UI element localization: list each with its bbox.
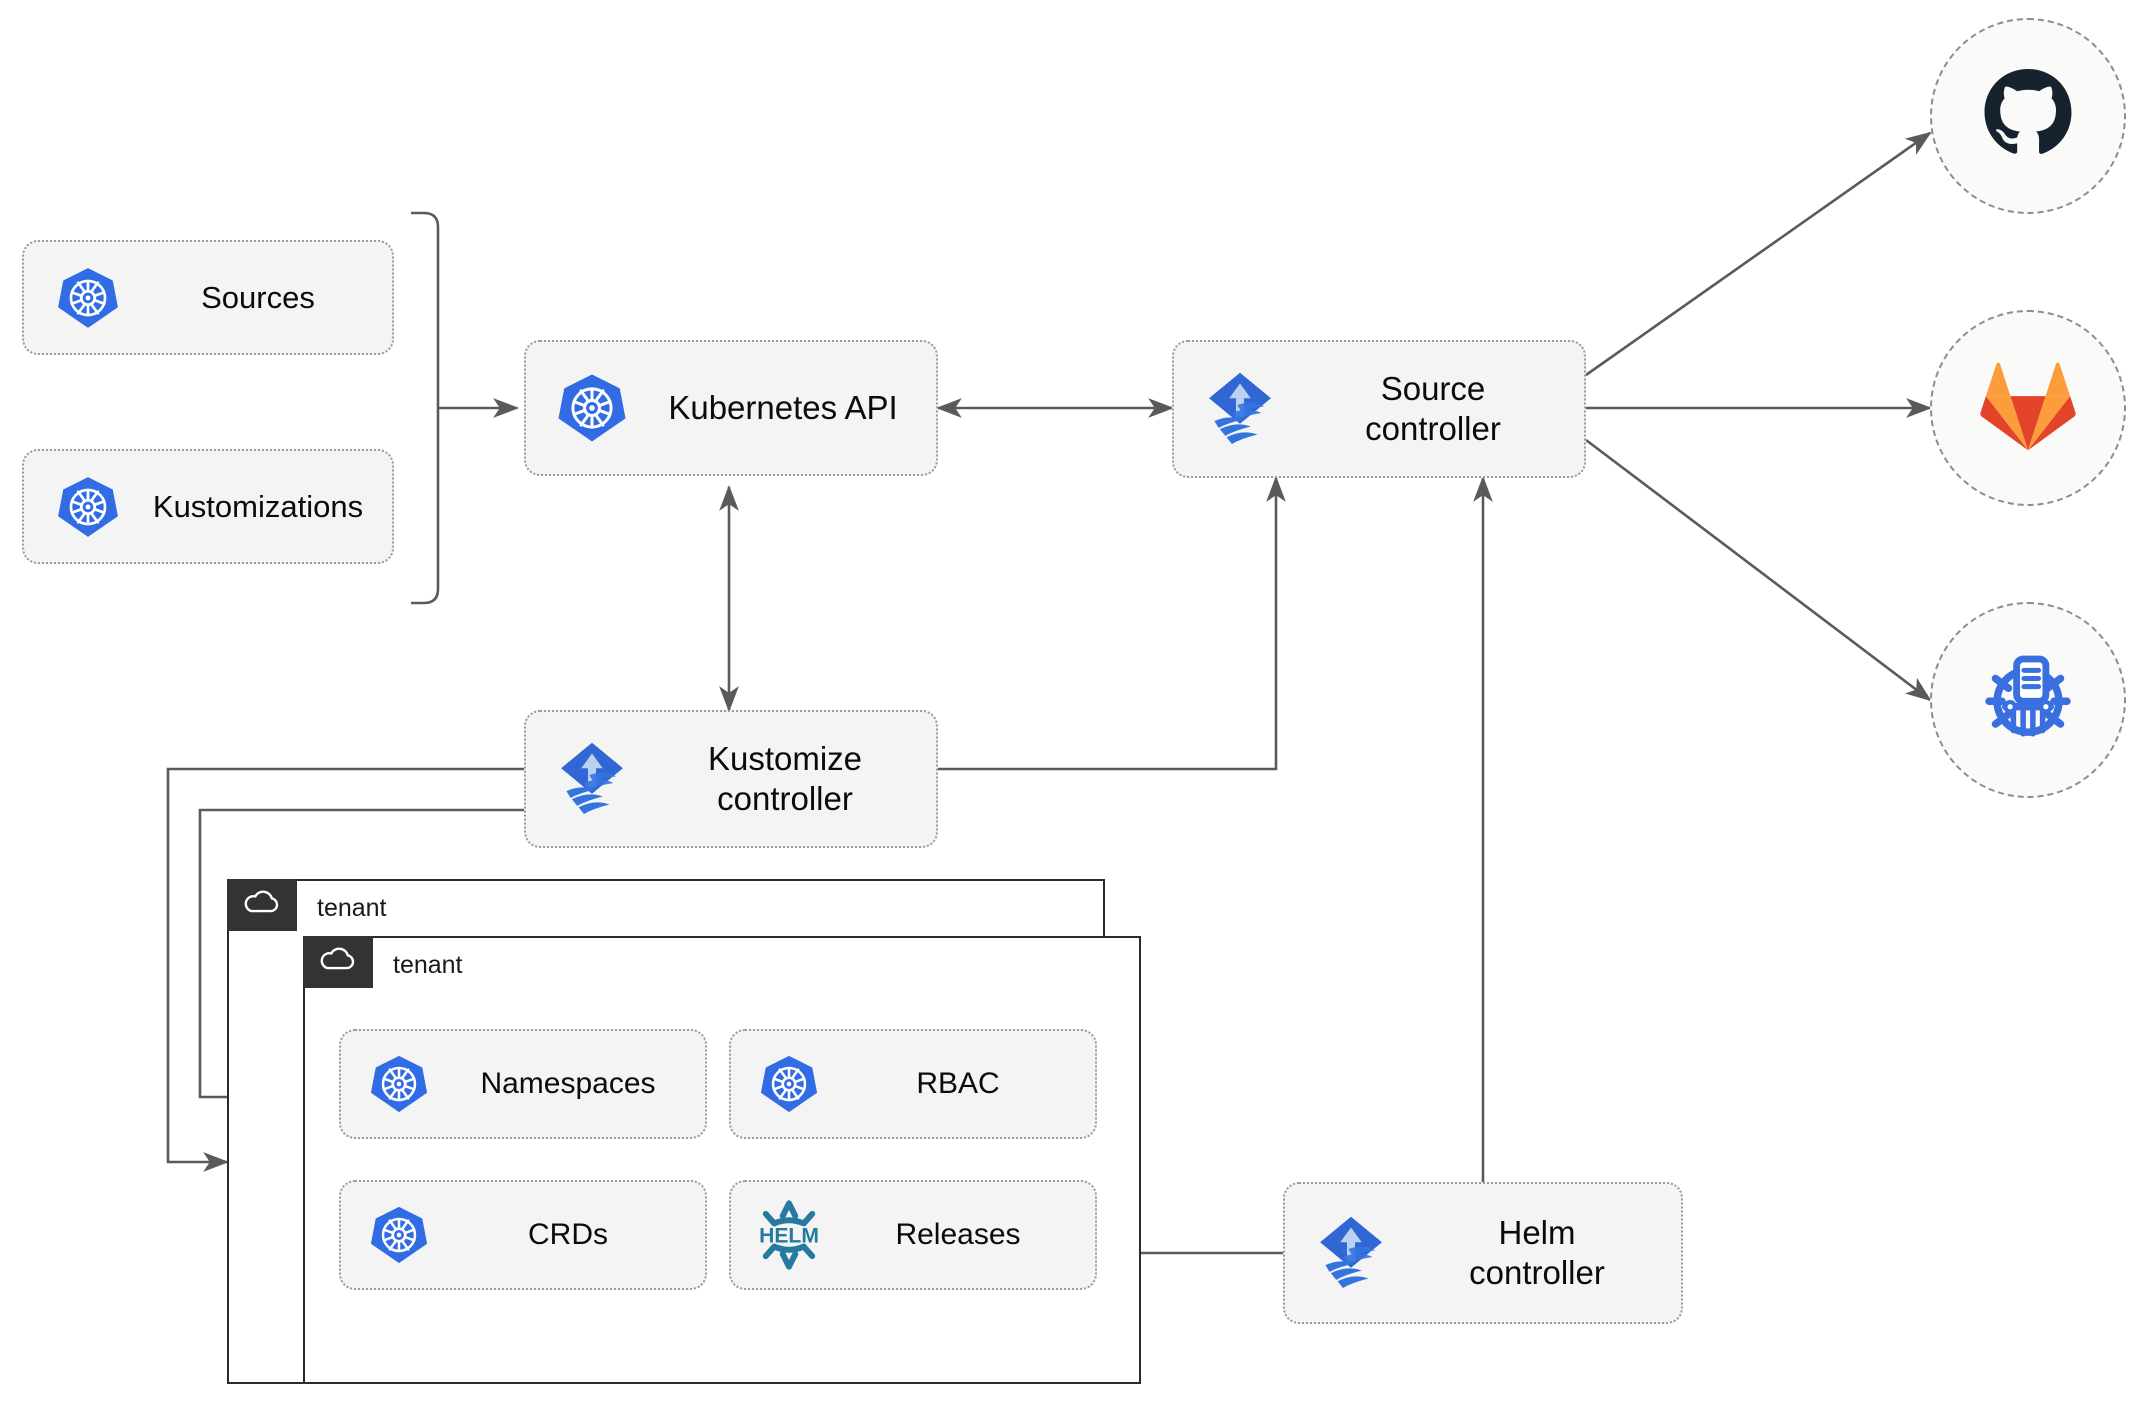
kubernetes-icon <box>42 265 134 331</box>
endpoint-github[interactable] <box>1930 18 2126 214</box>
card-rbac-label: RBAC <box>916 1066 1000 1100</box>
kubernetes-icon <box>357 1053 441 1115</box>
wire-source-controller-registry <box>1585 438 1932 702</box>
helm-icon: HELM <box>747 1197 831 1273</box>
tenant-1-title: tenant <box>317 894 387 922</box>
card-releases[interactable]: HELM Releases <box>729 1180 1097 1290</box>
wire-brace <box>411 211 440 605</box>
card-crds-label: CRDs <box>528 1217 608 1251</box>
gitlab-icon <box>1980 360 2076 457</box>
node-helm-controller-label: Helm controller <box>1469 1213 1605 1291</box>
flux-icon <box>1188 366 1292 452</box>
cloud-icon <box>317 944 359 979</box>
kubernetes-icon <box>544 371 640 445</box>
tenant-1-titlebar <box>226 878 297 931</box>
node-kustomizations[interactable]: Kustomizations <box>22 449 394 564</box>
tenant-2-titlebar <box>302 935 373 988</box>
node-kubernetes-api-label: Kubernetes API <box>668 388 898 426</box>
card-rbac[interactable]: RBAC <box>729 1029 1097 1139</box>
endpoint-registry[interactable] <box>1930 602 2126 798</box>
wire-source-controller-github <box>1585 131 1932 377</box>
tenant-window-2[interactable]: tenant <box>302 935 1141 1384</box>
node-sources[interactable]: Sources <box>22 240 394 355</box>
github-icon <box>1981 67 2075 166</box>
node-kustomizations-label: Kustomizations <box>152 488 364 524</box>
card-namespaces-label: Namespaces <box>480 1066 656 1100</box>
card-namespaces[interactable]: Namespaces <box>339 1029 707 1139</box>
node-source-controller-label: Source controller <box>1365 369 1501 447</box>
kubernetes-icon <box>42 474 134 540</box>
card-crds[interactable]: CRDs <box>339 1180 707 1290</box>
card-releases-label: Releases <box>895 1217 1021 1251</box>
wire-kustomize-controller-source-controller <box>938 475 1286 771</box>
kubernetes-icon <box>357 1204 441 1266</box>
node-sources-label: Sources <box>201 279 315 315</box>
node-kustomize-controller-label: Kustomize controller <box>707 739 863 817</box>
node-kustomize-controller[interactable]: Kustomize controller <box>524 710 938 848</box>
tenant-2-title: tenant <box>393 951 463 979</box>
svg-text:HELM: HELM <box>759 1224 819 1247</box>
node-helm-controller[interactable]: Helm controller <box>1283 1182 1683 1324</box>
kubernetes-icon <box>747 1053 831 1115</box>
cloud-icon <box>241 887 283 922</box>
flux-icon <box>540 736 644 822</box>
helm-registry-icon <box>1976 646 2080 755</box>
node-kubernetes-api[interactable]: Kubernetes API <box>524 340 938 476</box>
endpoint-gitlab[interactable] <box>1930 310 2126 506</box>
flux-icon <box>1299 1210 1403 1296</box>
node-source-controller[interactable]: Source controller <box>1172 340 1586 478</box>
